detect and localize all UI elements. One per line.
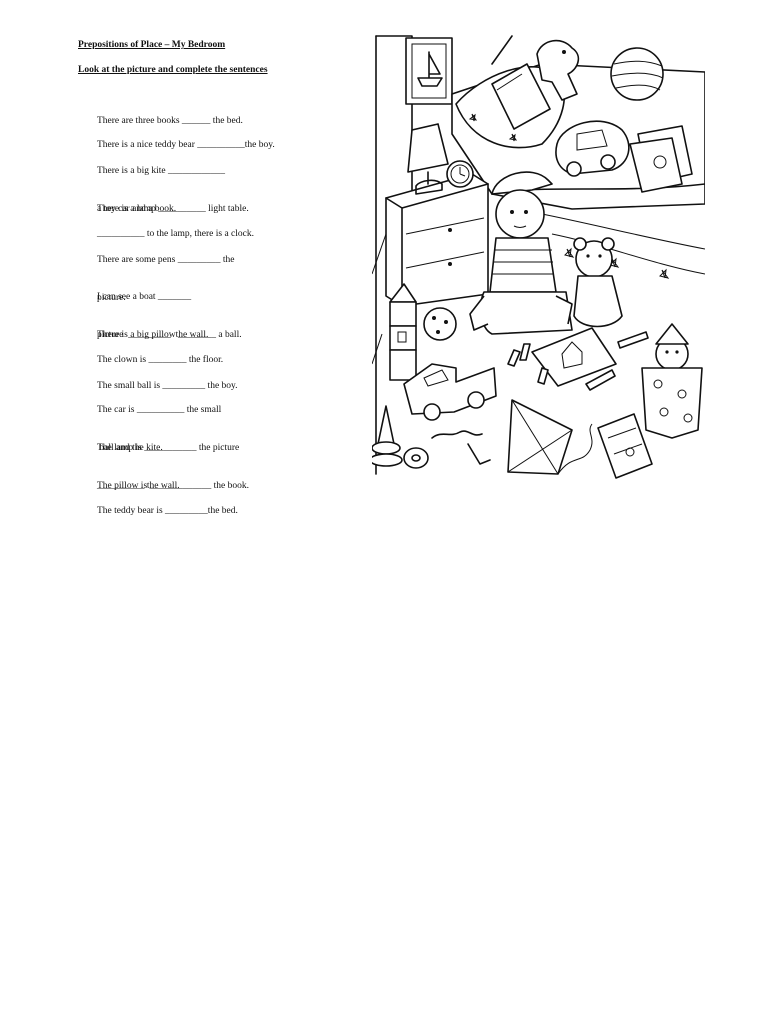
clock: [446, 160, 474, 188]
sentence-6: There are some pens _________ the pictur…: [97, 229, 234, 329]
sentence-text: There are three books ______ the bed.: [97, 116, 243, 126]
sentence-text: There is a nice teddy bear __________the…: [97, 140, 275, 150]
sentence-text: There are some pens _________ the: [97, 255, 235, 265]
pencils: [507, 349, 549, 385]
toy-car: [555, 120, 630, 177]
block-tower: [389, 283, 417, 381]
sentence-3: There is a big kite ____________ a toy c…: [97, 140, 225, 240]
stack-of-books: [629, 125, 693, 193]
sentence-text-continued: a toy car and a book.: [97, 203, 177, 214]
drawing-paper: [519, 327, 649, 391]
sentence-10: The small ball is _________ the boy.: [97, 355, 238, 418]
worksheet-instruction: Look at the picture and complete the sen…: [78, 65, 268, 75]
book-on-floor: [597, 413, 653, 479]
sentence-text: There is a big kite ____________: [97, 166, 225, 176]
bedroom-illustration: [372, 34, 705, 480]
sentence-text: The pillow is _____________ the book.: [97, 481, 249, 491]
sentence-11: The car is __________ the small ball and…: [97, 379, 221, 479]
worksheet-title: Prepositions of Place – My Bedroom: [78, 40, 226, 50]
kite: [507, 399, 593, 475]
sentence-text: The teddy bear is _________the bed.: [97, 506, 238, 516]
sentence-text: I can see a boat _______: [97, 292, 192, 302]
toy-truck: [403, 363, 497, 421]
sentence-9: The clown is ________ the floor.: [97, 329, 223, 392]
boat-picture: [405, 37, 453, 105]
sentence-text-continued: picture _________ the wall.: [97, 329, 209, 340]
sentence-text-continued: __________ the wall.: [97, 480, 180, 491]
sentence-text-continued: ball and the kite.: [97, 442, 163, 453]
boy: [469, 171, 573, 335]
sentence-text: The small ball is _________ the boy.: [97, 381, 238, 391]
sentence-text: The lamp is ___________ the picture: [97, 443, 240, 453]
sentence-text: There is a lamp __________ light table.: [97, 204, 249, 214]
sentence-13: The pillow is _____________ the book.: [97, 455, 249, 518]
teddy-bear: [573, 237, 623, 328]
sentence-text: The car is __________ the small: [97, 405, 222, 415]
sentence-12: The lamp is ___________ the picture ____…: [97, 417, 239, 517]
sentence-text-continued: picture.: [97, 292, 126, 303]
toy-dog: [536, 39, 580, 101]
sentence-5: __________ to the lamp, there is a clock…: [97, 203, 254, 266]
book-on-pillow: [491, 63, 551, 130]
sentence-14: The teddy bear is _________the bed.: [97, 480, 238, 543]
sentence-2: There is a nice teddy bear __________the…: [97, 114, 275, 177]
sentence-1: There are three books ______ the bed.: [97, 90, 243, 153]
lamp: [407, 123, 449, 195]
small-ball: [423, 307, 457, 341]
sentence-text: __________ to the lamp, there is a clock…: [97, 229, 254, 239]
sentence-4: There is a lamp __________ light table.: [97, 178, 249, 241]
big-ball: [610, 47, 664, 101]
sentence-text: There is a big pillow ________ a ball.: [97, 330, 242, 340]
sentence-8: There is a big pillow ________ a ball.: [97, 304, 242, 367]
clown: [641, 323, 703, 439]
stacking-ring-toy: [372, 405, 491, 469]
sentence-text: The clown is ________ the floor.: [97, 355, 224, 365]
sentence-7: I can see a boat _______ picture _______…: [97, 266, 208, 366]
